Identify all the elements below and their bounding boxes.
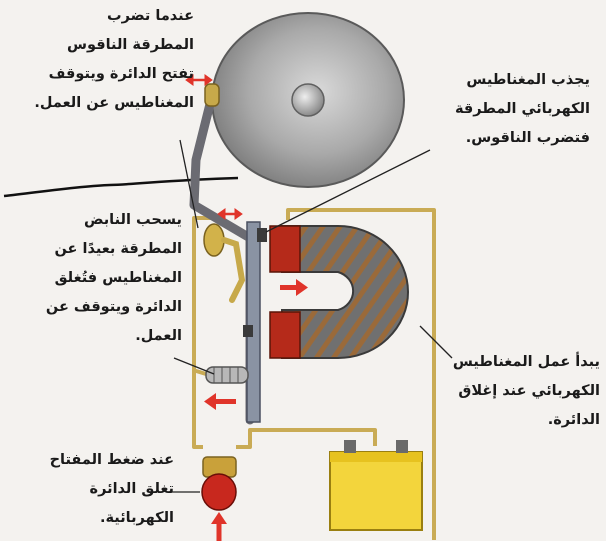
bell-center-knob [291,83,325,117]
electromagnet-coil [281,225,409,359]
divider-line [3,176,239,198]
hammer-head [204,83,220,107]
spring [205,366,249,384]
label-spring-pulls-hammer: يسحب النابض المطرقة بعيدًا عن المغناطيس … [45,212,182,344]
battery [329,451,423,531]
label-press-switch: عند ضغط المفتاح تغلق الدائرة الكهربائية. [49,452,174,526]
armature [246,221,261,423]
push-button [201,473,237,511]
arrows [185,74,308,541]
battery-terminal-left [344,440,356,453]
electromagnet-pole-top [269,225,301,273]
circuit-wires [192,208,436,540]
up-arrow-icon [211,512,227,541]
electromagnet-pole-bottom [269,311,301,359]
label-magnet-starts: يبدأ عمل المغناطيس الكهربائي عند إغلاق ا… [452,354,600,428]
leader-lines [170,139,453,493]
label-hammer-strikes-gong: عندما تضرب المطرقة الناقوس تفتح الدائرة … [34,8,194,111]
battery-terminal-right [396,440,408,453]
label-magnet-attracts-hammer: يجذب المغناطيس الكهربائي المطرقة فتضرب ا… [454,72,590,146]
right-arrow-icon [280,279,308,296]
left-arrow-icon [204,393,236,410]
